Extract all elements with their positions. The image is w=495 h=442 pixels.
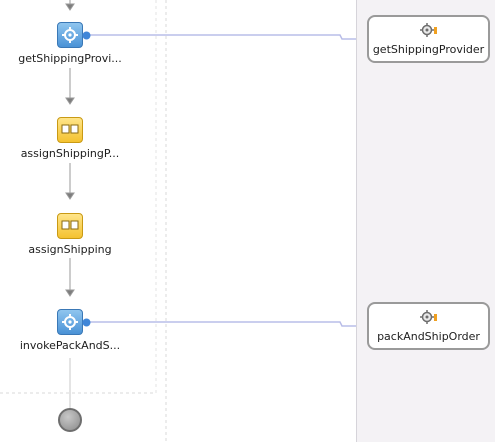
activity-get-shipping-provider[interactable]: getShippingProvi... — [5, 22, 135, 65]
partner-links-swimlane — [356, 0, 495, 442]
activity-label: getShippingProvi... — [18, 52, 122, 65]
activity-label: assignShipping — [28, 243, 112, 256]
service-gear-icon — [419, 310, 437, 324]
invoke-connector-dot[interactable] — [82, 31, 91, 40]
partner-link-get-shipping-provider[interactable]: getShippingProvider — [367, 15, 490, 63]
assign-icon — [57, 213, 83, 239]
gear-icon — [62, 27, 78, 43]
partner-wires — [86, 34, 368, 330]
invoke-connector-dot[interactable] — [82, 318, 91, 327]
partner-link-pack-and-ship-order[interactable]: packAndShipOrder — [367, 302, 490, 350]
activity-assign-shipping[interactable]: assignShipping — [5, 213, 135, 256]
service-gear-icon — [419, 23, 437, 37]
partner-link-label: getShippingProvider — [372, 43, 485, 56]
flow-arrow-4 — [65, 289, 75, 297]
flow-arrow-3 — [65, 192, 75, 200]
activity-label: assignShippingP... — [20, 147, 120, 160]
activity-invoke-pack-and-ship[interactable]: invokePackAndS... — [5, 309, 135, 352]
partner-link-label: packAndShipOrder — [377, 330, 480, 343]
process-end-node[interactable] — [58, 408, 82, 432]
flow-arrow-2 — [65, 97, 75, 105]
assign-glyph-icon — [61, 220, 79, 230]
activity-assign-shipping-p[interactable]: assignShippingP... — [5, 117, 135, 160]
activity-label: invokePackAndS... — [19, 339, 121, 352]
gear-icon — [62, 314, 78, 330]
assign-glyph-icon — [61, 124, 79, 134]
invoke-icon — [57, 309, 83, 335]
assign-icon — [57, 117, 83, 143]
flow-arrow-1 — [65, 3, 75, 11]
flow-connectors — [65, 0, 75, 408]
wire-pack-and-ship — [86, 321, 362, 327]
invoke-icon — [57, 22, 83, 48]
wire-get-shipping — [86, 34, 362, 40]
